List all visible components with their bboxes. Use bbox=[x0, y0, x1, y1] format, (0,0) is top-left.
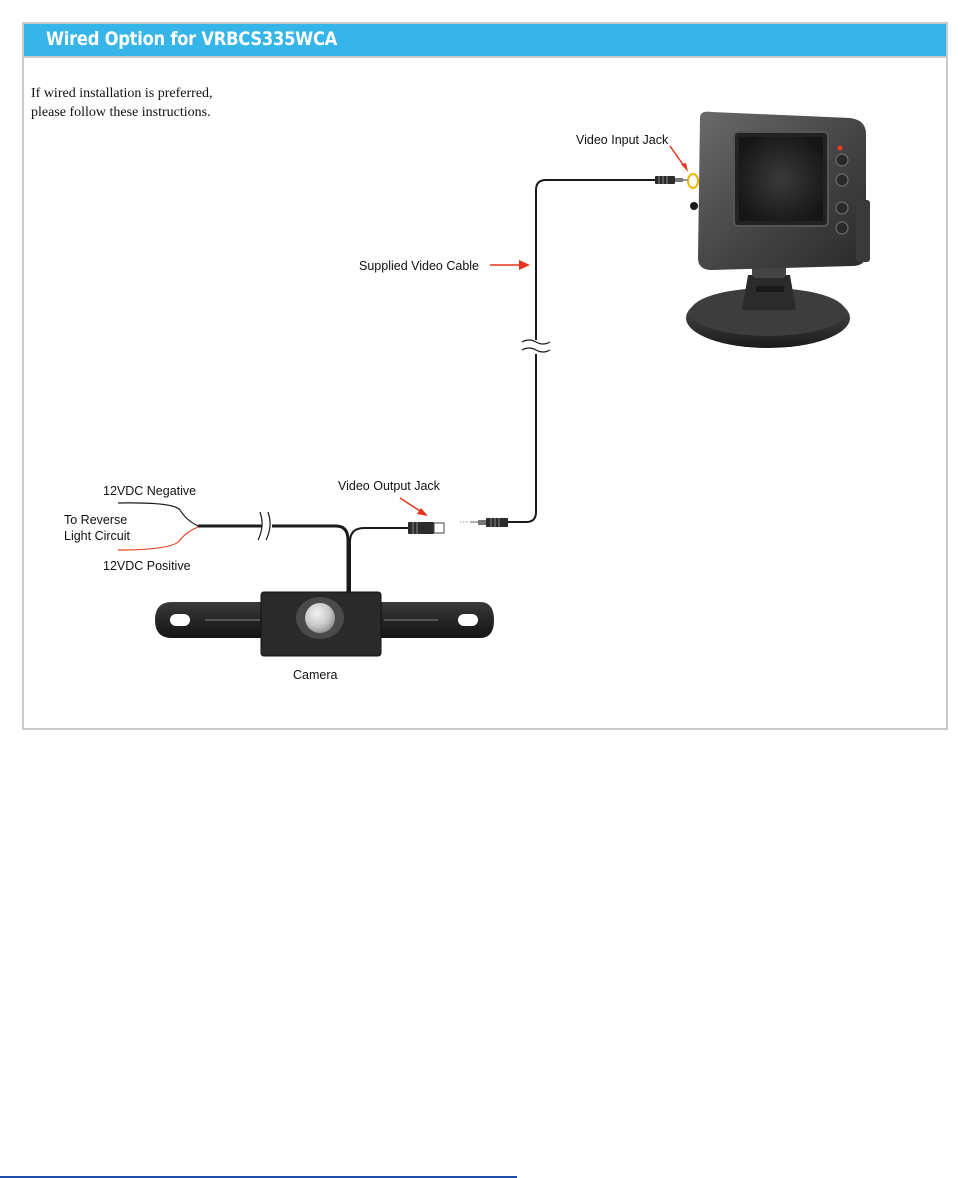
label-to-reverse: To Reverse bbox=[64, 513, 127, 527]
camera-harness bbox=[118, 503, 444, 592]
camera bbox=[155, 592, 494, 656]
label-12vdc-negative: 12VDC Negative bbox=[103, 484, 196, 498]
label-light-circuit: Light Circuit bbox=[64, 529, 131, 543]
cable-plug-monitor bbox=[655, 176, 688, 184]
monitor bbox=[686, 112, 870, 348]
monitor-body bbox=[698, 112, 870, 270]
label-camera: Camera bbox=[293, 668, 338, 682]
monitor-stand bbox=[686, 262, 850, 348]
callout-arrows bbox=[400, 146, 688, 516]
cable-plug-camera bbox=[460, 518, 508, 527]
label-12vdc-positive: 12VDC Positive bbox=[103, 559, 191, 573]
video-input-jack bbox=[688, 174, 698, 210]
label-video-output-jack: Video Output Jack bbox=[338, 479, 441, 493]
label-supplied-video-cable: Supplied Video Cable bbox=[359, 259, 479, 273]
label-video-input-jack: Video Input Jack bbox=[576, 133, 669, 147]
video-output-jack bbox=[408, 522, 444, 534]
wiring-diagram: Video Input Jack Supplied Video Cable Vi… bbox=[0, 0, 973, 760]
supplied-video-cable bbox=[460, 176, 688, 527]
